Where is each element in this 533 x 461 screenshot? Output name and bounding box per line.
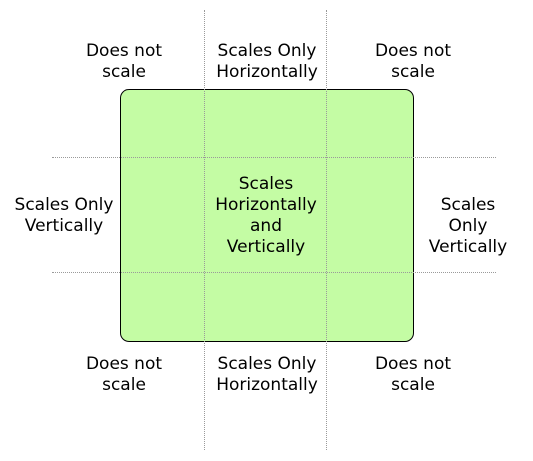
- label-bottom-center: Scales Only Horizontally: [216, 354, 318, 395]
- guide-line-horizontal-bottom: [52, 272, 496, 273]
- label-top-right: Does not scale: [374, 41, 452, 82]
- label-middle-right: Scales Only Vertically: [428, 195, 508, 257]
- guide-line-horizontal-top: [52, 157, 496, 158]
- guide-line-vertical-right: [326, 10, 327, 450]
- label-center: Scales Horizontally and Vertically: [215, 174, 317, 257]
- label-bottom-left: Does not scale: [85, 354, 163, 395]
- guide-line-vertical-left: [204, 10, 205, 450]
- label-middle-left: Scales Only Vertically: [14, 195, 114, 236]
- label-top-center: Scales Only Horizontally: [216, 41, 318, 82]
- stretchable-box: [120, 89, 414, 342]
- label-bottom-right: Does not scale: [374, 354, 452, 395]
- label-top-left: Does not scale: [85, 41, 163, 82]
